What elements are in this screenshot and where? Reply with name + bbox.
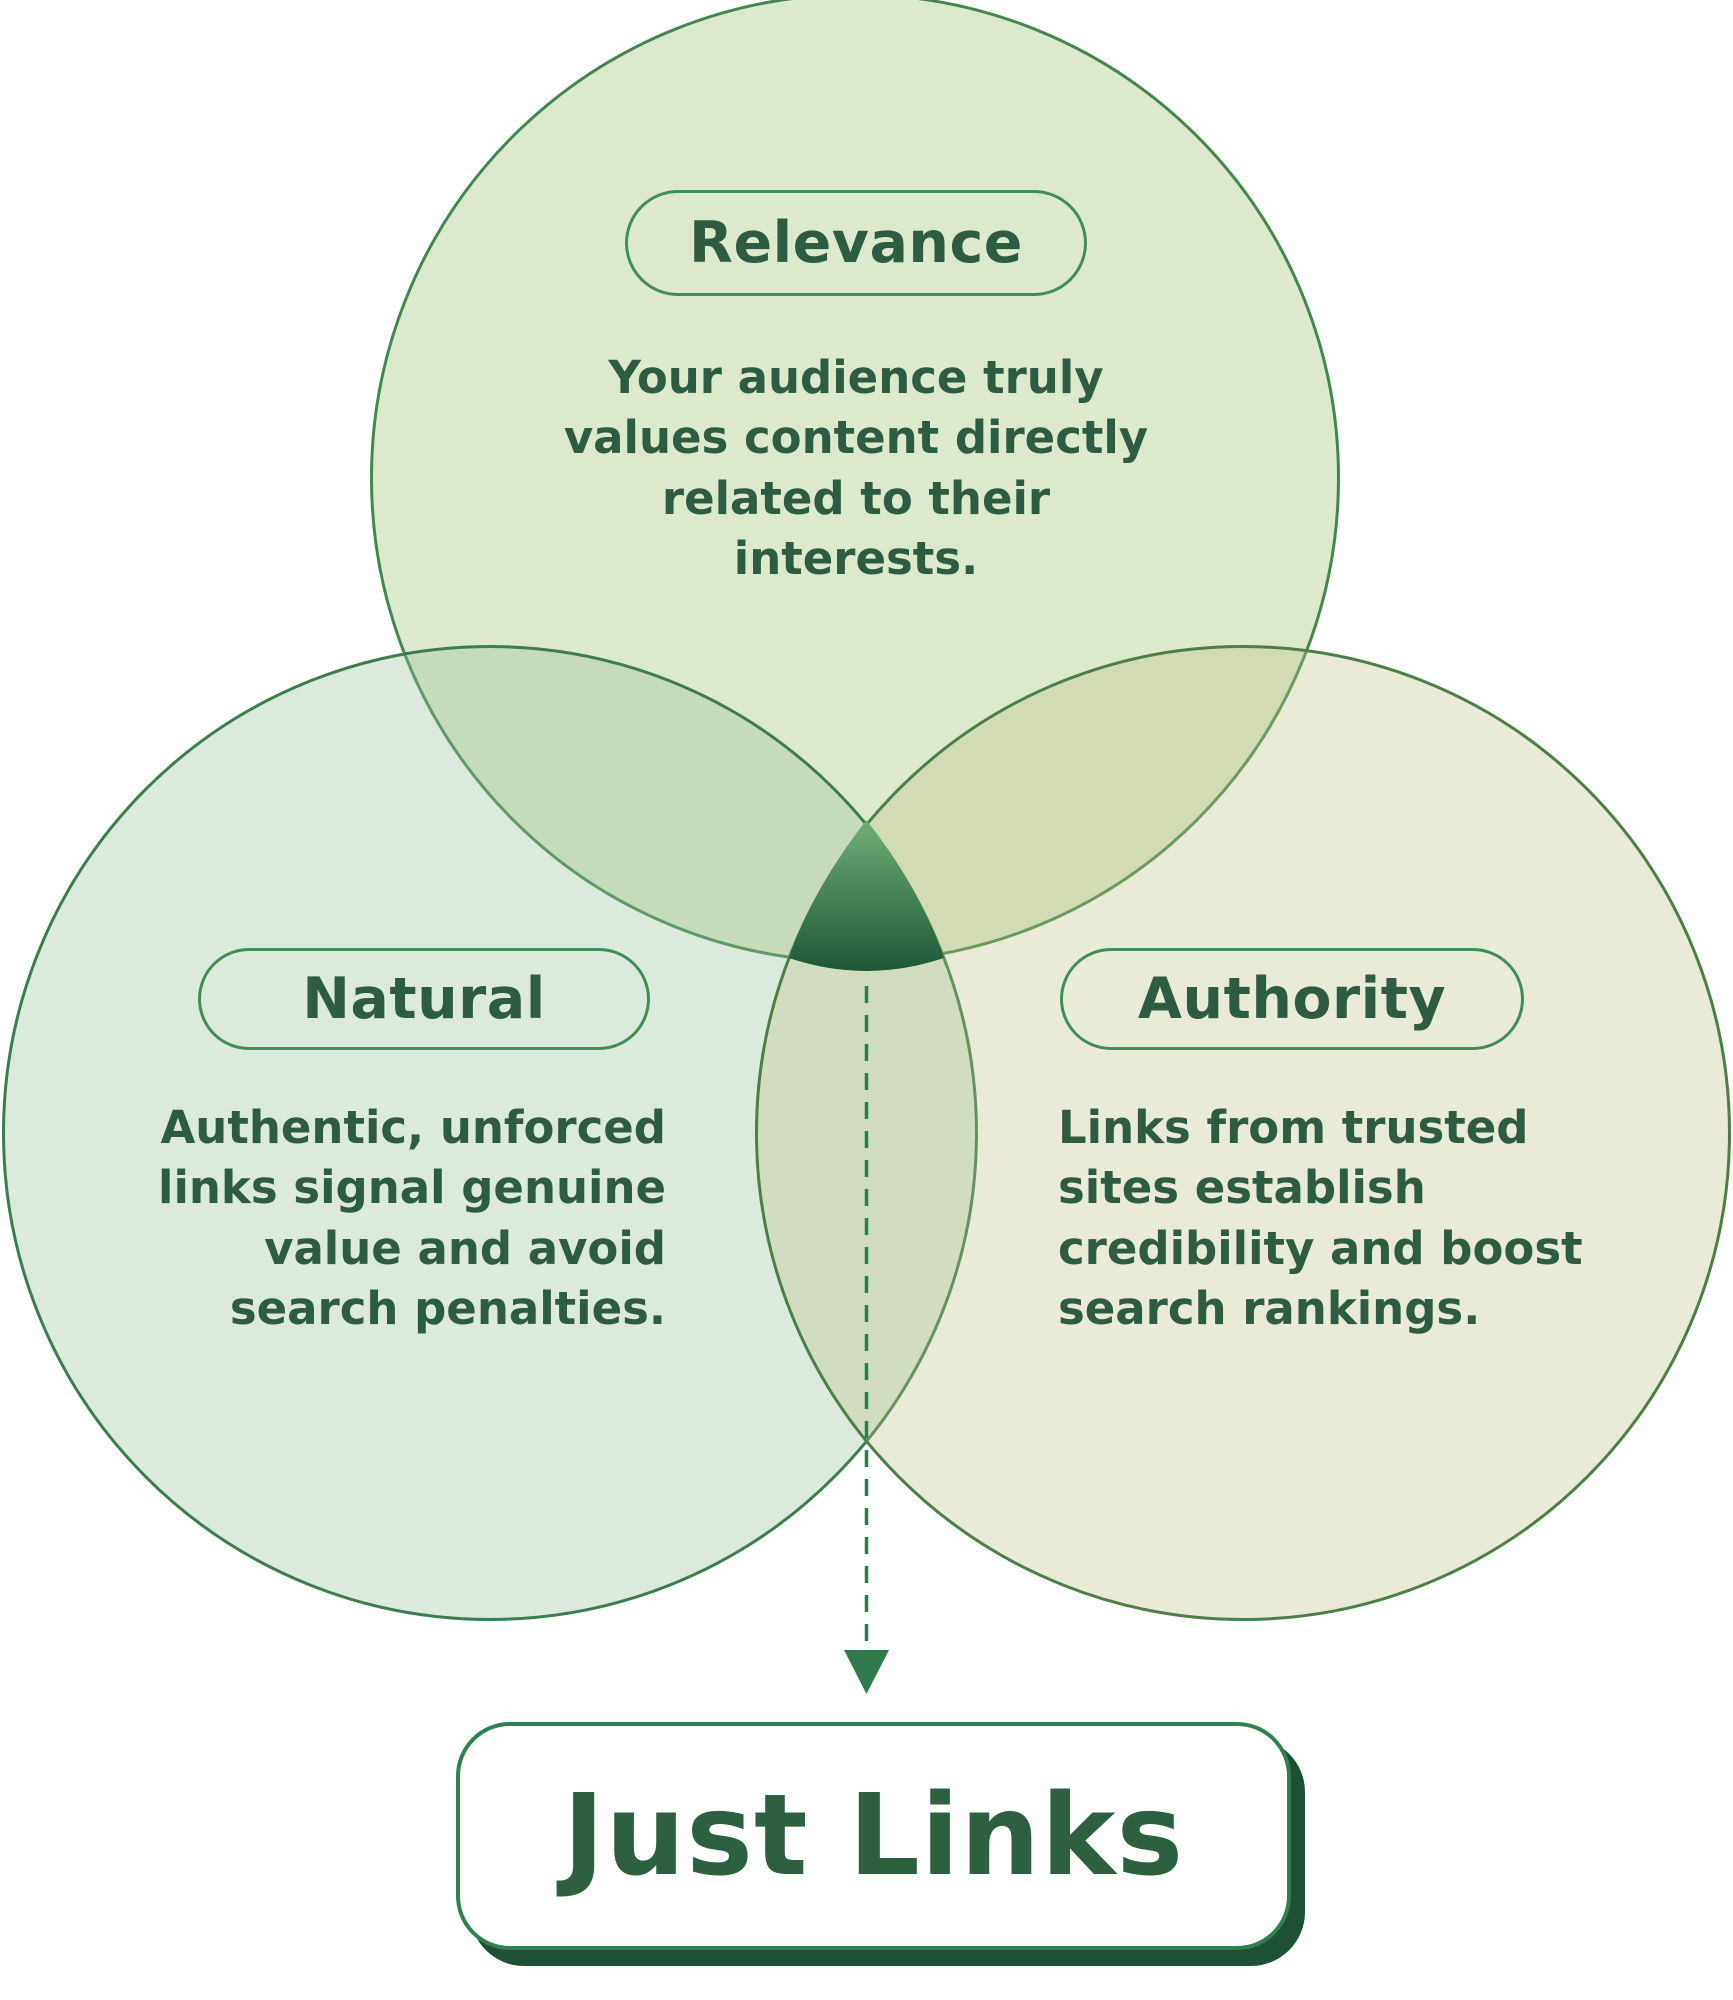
relevance-label-pill: Relevance <box>625 190 1087 296</box>
just-links-label: Just Links <box>562 1771 1185 1901</box>
just-links-box: Just Links <box>456 1722 1291 1950</box>
authority-description: Links from trusted sites establish credi… <box>1058 1101 1583 1335</box>
authority-label: Authority <box>1137 966 1447 1032</box>
natural-description: Authentic, unforced links signal genuine… <box>158 1101 666 1335</box>
natural-label-pill: Natural <box>198 948 650 1050</box>
authority-label-pill: Authority <box>1060 948 1524 1050</box>
natural-label: Natural <box>302 966 546 1032</box>
authority-circle <box>755 645 1731 1621</box>
relevance-label: Relevance <box>689 210 1023 276</box>
relevance-description: Your audience truly values content direc… <box>563 351 1149 585</box>
arrowhead-down-icon <box>844 1650 889 1694</box>
